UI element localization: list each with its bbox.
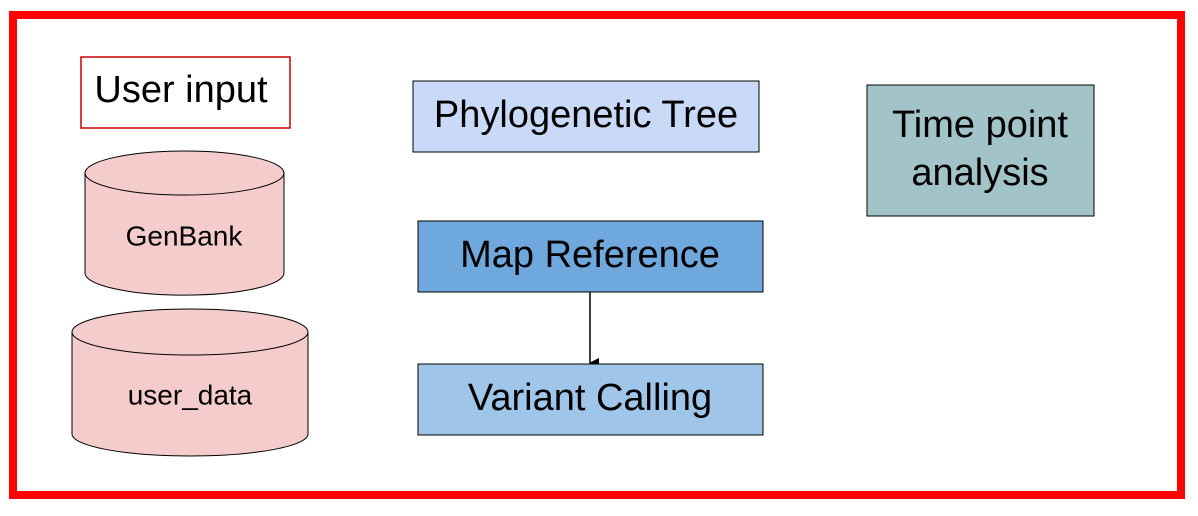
user-input-box: User input bbox=[80, 56, 291, 129]
user-data-label: user_data bbox=[128, 379, 253, 410]
genbank-label: GenBank bbox=[126, 220, 244, 251]
variant-calling-box: Variant Calling bbox=[417, 363, 764, 436]
time-point-analysis-box: Time point analysis bbox=[866, 84, 1095, 217]
genbank-database: GenBank bbox=[84, 150, 285, 296]
phylogenetic-tree-box: Phylogenetic Tree bbox=[412, 80, 760, 153]
outer-frame bbox=[9, 11, 1185, 499]
map-reference-label: Map Reference bbox=[460, 234, 720, 276]
user-data-cylinder-body bbox=[71, 332, 309, 457]
variant-calling-rect bbox=[417, 363, 764, 436]
time-point-analysis-rect bbox=[866, 84, 1095, 217]
genbank-cylinder-body bbox=[84, 173, 285, 296]
genbank-cylinder-top bbox=[84, 150, 285, 196]
map-reference-rect bbox=[417, 220, 764, 293]
user-input-box-border bbox=[80, 56, 291, 129]
user-data-cylinder-top bbox=[71, 308, 309, 356]
time-point-label-line1: Time point bbox=[892, 104, 1068, 146]
user-data-database: user_data bbox=[71, 308, 309, 457]
time-point-label-line2: analysis bbox=[911, 152, 1048, 194]
phylogenetic-tree-rect bbox=[412, 80, 760, 153]
user-input-label: User input bbox=[94, 69, 268, 111]
phylogenetic-tree-label: Phylogenetic Tree bbox=[434, 94, 738, 136]
variant-calling-label: Variant Calling bbox=[468, 377, 712, 419]
map-reference-box: Map Reference bbox=[417, 220, 764, 293]
